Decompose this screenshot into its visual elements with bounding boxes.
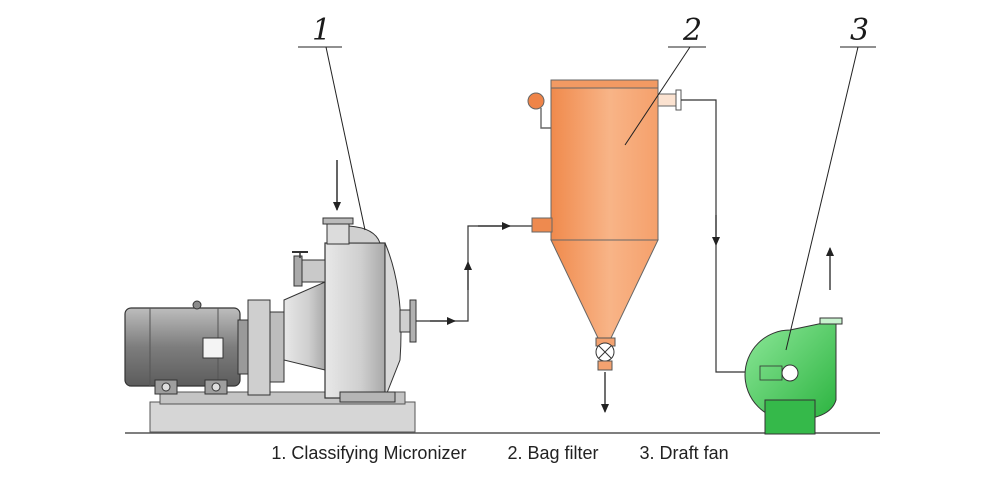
motor xyxy=(124,300,251,395)
micronizer-body xyxy=(292,217,417,403)
draft-fan xyxy=(744,317,843,435)
pipe-micronizer-to-filter xyxy=(416,225,532,322)
legend-item-draft-fan: 3. Draft fan xyxy=(639,443,729,463)
callout-label-2: 2 xyxy=(682,13,702,48)
bearing-stand xyxy=(247,281,326,396)
callout-1: 1 xyxy=(298,13,366,231)
legend: 1. Classifying Micronizer 2. Bag filter … xyxy=(0,443,1000,464)
callout-3: 3 xyxy=(785,13,876,351)
bag-filter xyxy=(527,79,682,371)
callout-2: 2 xyxy=(624,13,706,146)
callout-label-1: 1 xyxy=(312,13,331,48)
callout-label-3: 3 xyxy=(850,13,869,48)
legend-item-micronizer: 1. Classifying Micronizer xyxy=(271,443,467,463)
pipe-filter-to-fan xyxy=(681,99,760,373)
legend-item-bag-filter: 2. Bag filter xyxy=(507,443,599,463)
